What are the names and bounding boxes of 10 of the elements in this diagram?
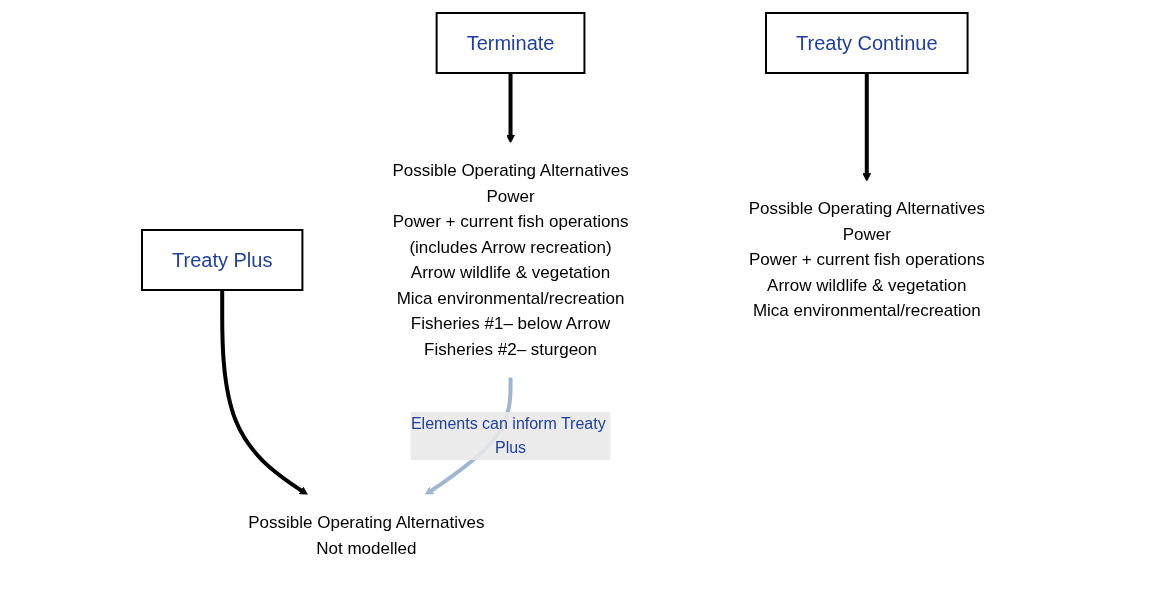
node-box: Treaty Continue — [765, 12, 969, 74]
arrow — [506, 73, 515, 144]
node-box: Treaty Plus — [141, 229, 304, 291]
arrow — [220, 290, 309, 496]
node-text: Possible Operating Alternatives Power Power + current fish operations (includes Arrow recreation) Arrow wildlife & vegetation Mica environmental/recreation Fisheries #1– below Arrow Fisheries #2– sturgeon — [392, 161, 629, 359]
node-text: Possible Operating Alternatives Power Power + current fish operations Arrow wildlife & vegetation Mica environmental/recreation — [748, 199, 985, 321]
node-box: Terminate — [435, 12, 586, 74]
node-text: Possible Operating Alternatives Not modelled — [248, 513, 485, 558]
arrow — [862, 73, 872, 182]
edge-label: Elements can inform Treaty Plus — [410, 415, 606, 456]
